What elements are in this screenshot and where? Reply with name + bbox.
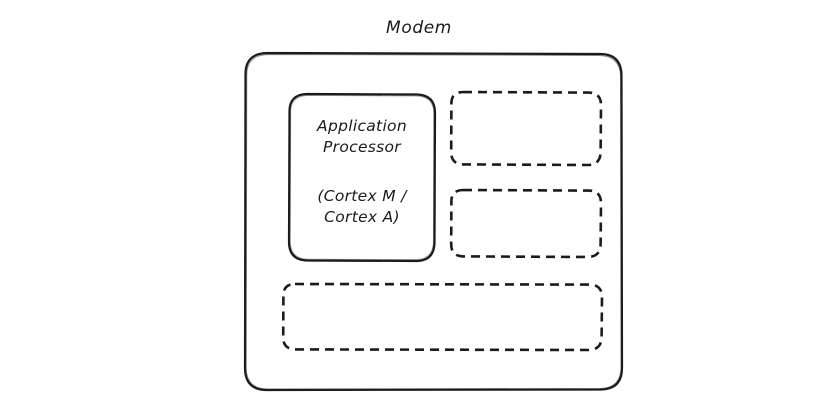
placeholder-block-top-right[interactable] — [451, 92, 601, 165]
placeholder-block-middle-right[interactable] — [451, 190, 601, 257]
placeholder-block-bottom[interactable] — [283, 284, 602, 350]
diagram-title: Modem — [386, 18, 452, 38]
application-processor-block[interactable] — [289, 94, 435, 261]
